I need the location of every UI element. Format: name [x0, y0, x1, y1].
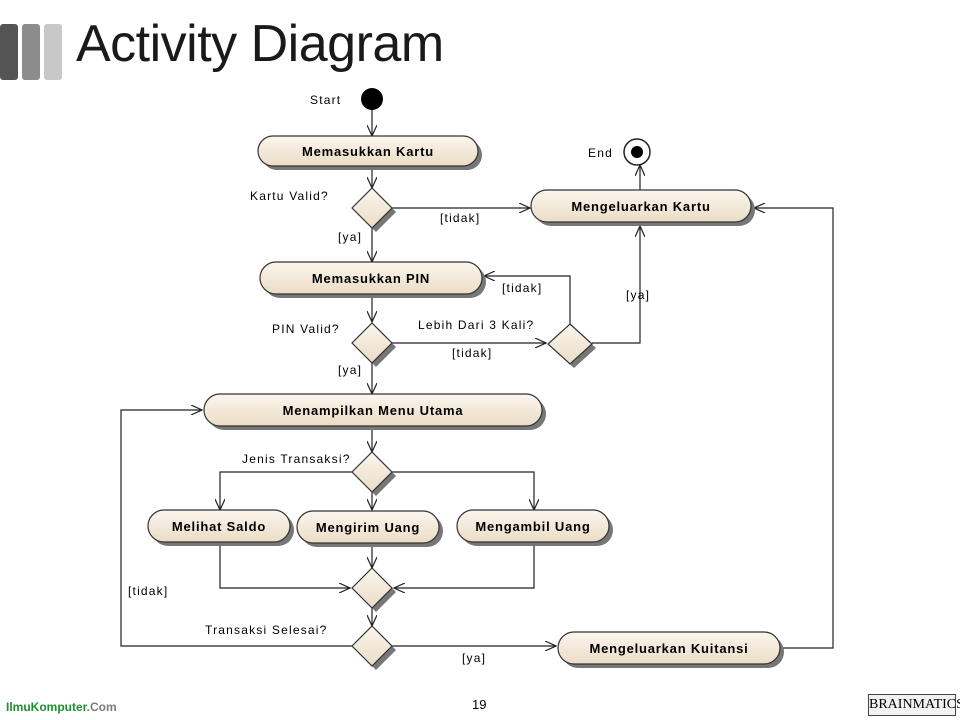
flow-withdraw-to-merge: [394, 544, 535, 588]
activity-main-menu-label: Menampilkan Menu Utama: [283, 403, 464, 418]
guard-too-many: [ya]: [626, 288, 650, 302]
decision-more-than-3-label: Lebih Dari 3 Kali?: [418, 318, 534, 332]
slide-title: Activity Diagram: [76, 15, 444, 73]
flow-type-to-withdraw: [392, 471, 534, 510]
control-flows: [120, 110, 834, 649]
decision-card-valid-label: Kartu Valid?: [250, 189, 329, 203]
guard-done: [ya]: [462, 651, 486, 665]
accent-bar-mid: [22, 24, 40, 80]
flow-retry-pin: [484, 276, 571, 324]
end-node: [623, 138, 651, 166]
footer-logo-name: IlmuKomputer: [6, 700, 87, 714]
decisions: [351, 187, 596, 670]
decision-pin-valid: [351, 322, 393, 364]
decision-transaction-type: [351, 451, 393, 493]
flow-receipt-to-eject: [754, 208, 834, 649]
guard-pin-invalid: [tidak]: [452, 346, 492, 360]
guard-not-done: [tidak]: [128, 584, 168, 598]
activity-eject-card-label: Mengeluarkan Kartu: [571, 199, 710, 214]
activity-insert-card-label: Memasukkan Kartu: [302, 144, 434, 159]
footer-logo-domain: .Com: [86, 700, 117, 714]
decision-transaction-type-label: Jenis Transaksi?: [242, 452, 351, 466]
guard-card-valid: [ya]: [338, 230, 362, 244]
decision-transaction-done-label: Transaksi Selesai?: [205, 623, 328, 637]
end-label: End: [588, 146, 613, 160]
activity-withdraw-money-label: Mengambil Uang: [475, 519, 590, 534]
accent-bar-light: [44, 24, 62, 80]
start-label: Start: [310, 93, 341, 107]
activity-insert-pin-label: Memasukkan PIN: [312, 271, 430, 286]
merge-node: [351, 567, 393, 609]
activity-view-balance-label: Melihat Saldo: [172, 519, 266, 534]
decision-more-than-3: [547, 323, 593, 365]
accent-bars: [0, 24, 66, 80]
page-number: 19: [472, 697, 487, 712]
activities: [147, 135, 784, 668]
activity-send-money-label: Mengirim Uang: [316, 520, 420, 535]
guard-pin-valid: [ya]: [338, 363, 362, 377]
activity-print-receipt-label: Mengeluarkan Kuitansi: [589, 641, 748, 656]
flow-type-to-balance: [220, 471, 352, 510]
start-node: [361, 88, 383, 110]
guard-card-invalid: [tidak]: [440, 211, 480, 225]
flow-not-done: [120, 410, 352, 647]
decision-card-valid: [351, 187, 393, 229]
accent-bar-dark: [0, 24, 18, 80]
footer-logo-ilmukomputer: IlmuKomputer.Com: [6, 700, 117, 714]
decision-transaction-done: [351, 625, 393, 667]
flow-balance-to-merge: [219, 542, 350, 588]
guard-retry: [tidak]: [502, 281, 542, 295]
decision-pin-valid-label: PIN Valid?: [272, 322, 340, 336]
footer-logo-brainmatics: BRAINMATICS: [868, 694, 960, 716]
flow-too-many: [592, 226, 640, 344]
